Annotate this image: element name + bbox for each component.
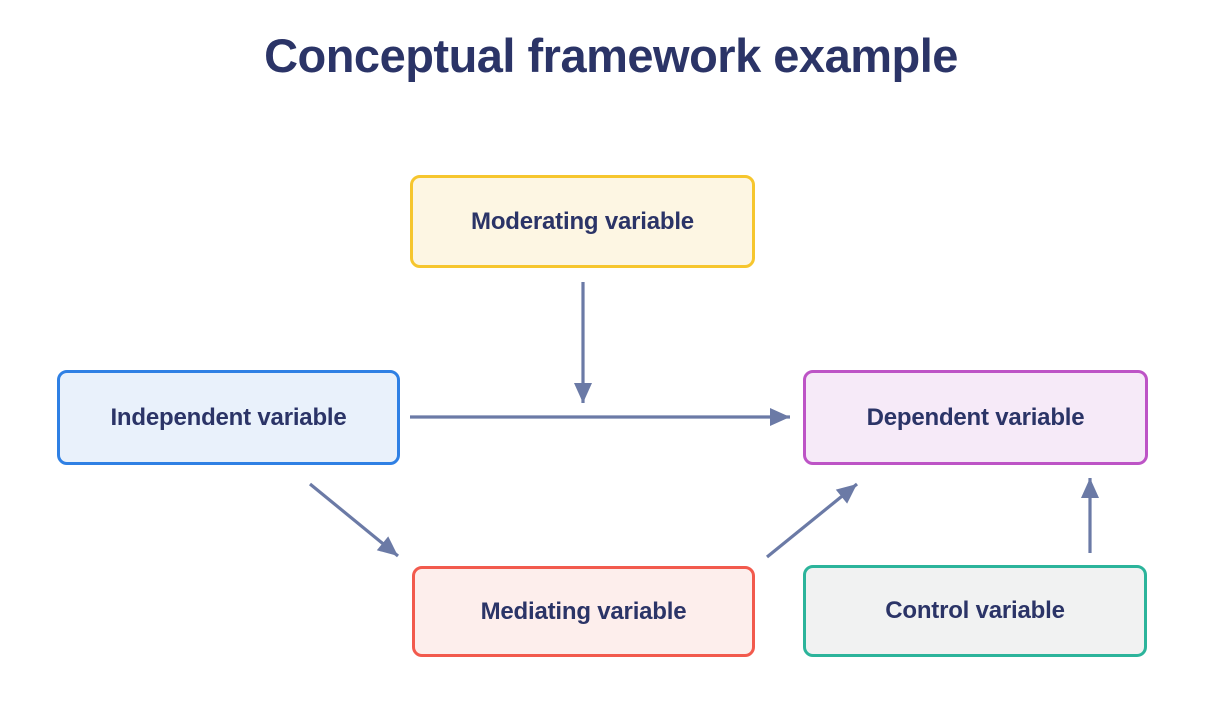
node-label: Dependent variable	[866, 403, 1085, 431]
node-dependent-variable: Dependent variable	[803, 370, 1148, 465]
diagram-title: Conceptual framework example	[264, 29, 958, 82]
arrow-independent-to-mediating	[308, 482, 400, 558]
node-label: Mediating variable	[480, 597, 687, 625]
node-label: Independent variable	[110, 403, 347, 431]
node-label: Moderating variable	[471, 207, 694, 235]
node-label: Control variable	[885, 597, 1065, 624]
node-mediating-variable: Mediating variable	[412, 566, 755, 657]
node-independent-variable: Independent variable	[57, 370, 400, 465]
node-control-variable: Control variable	[803, 565, 1147, 657]
node-moderating-variable: Moderating variable	[410, 175, 755, 268]
arrow-mediating-to-dependent	[765, 482, 859, 559]
